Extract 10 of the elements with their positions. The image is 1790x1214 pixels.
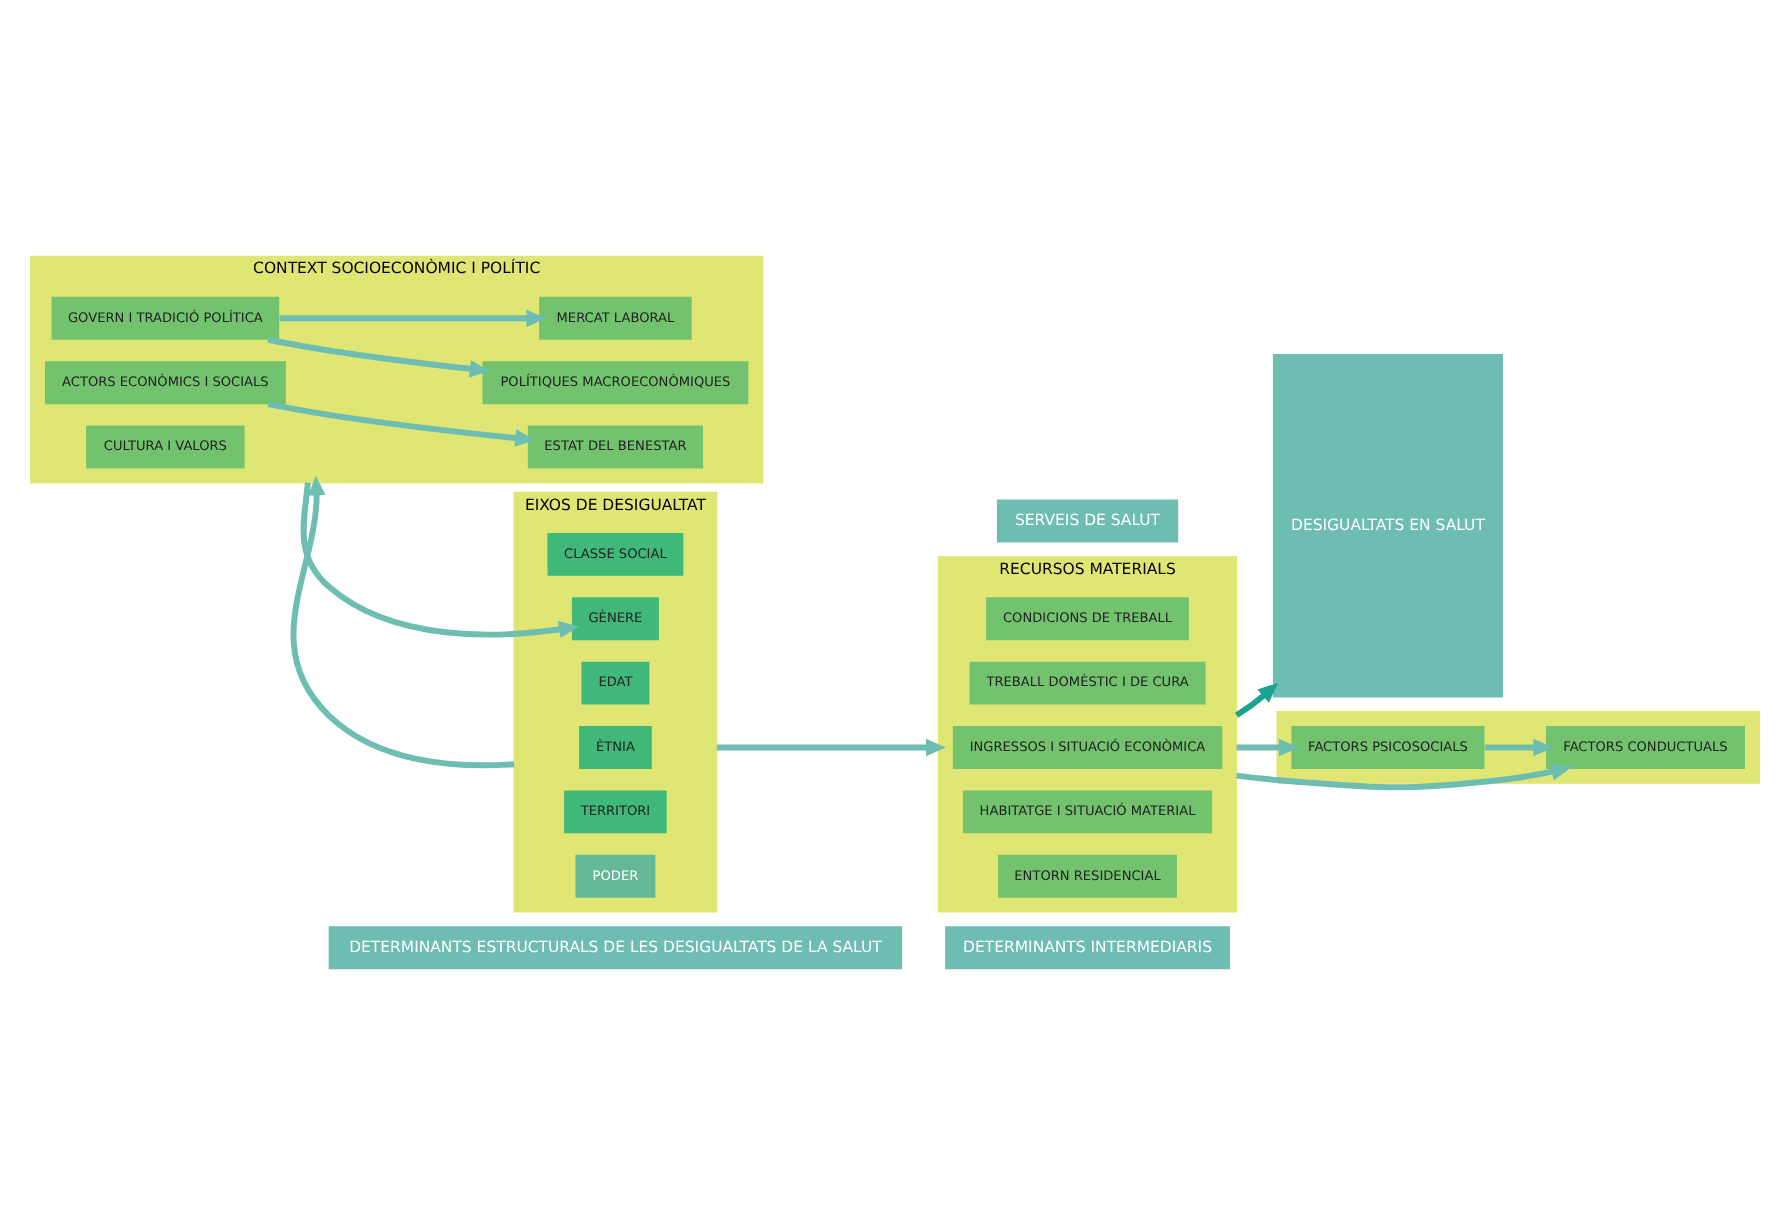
arrow <box>1236 737 1299 756</box>
arrow <box>1484 737 1554 756</box>
arrow <box>1236 762 1572 790</box>
arrow <box>279 308 547 327</box>
arrow <box>300 481 579 638</box>
arrow <box>267 335 490 377</box>
arrow <box>1234 681 1279 717</box>
arrow <box>716 737 946 756</box>
arrow <box>290 474 515 768</box>
arrow <box>267 400 536 446</box>
